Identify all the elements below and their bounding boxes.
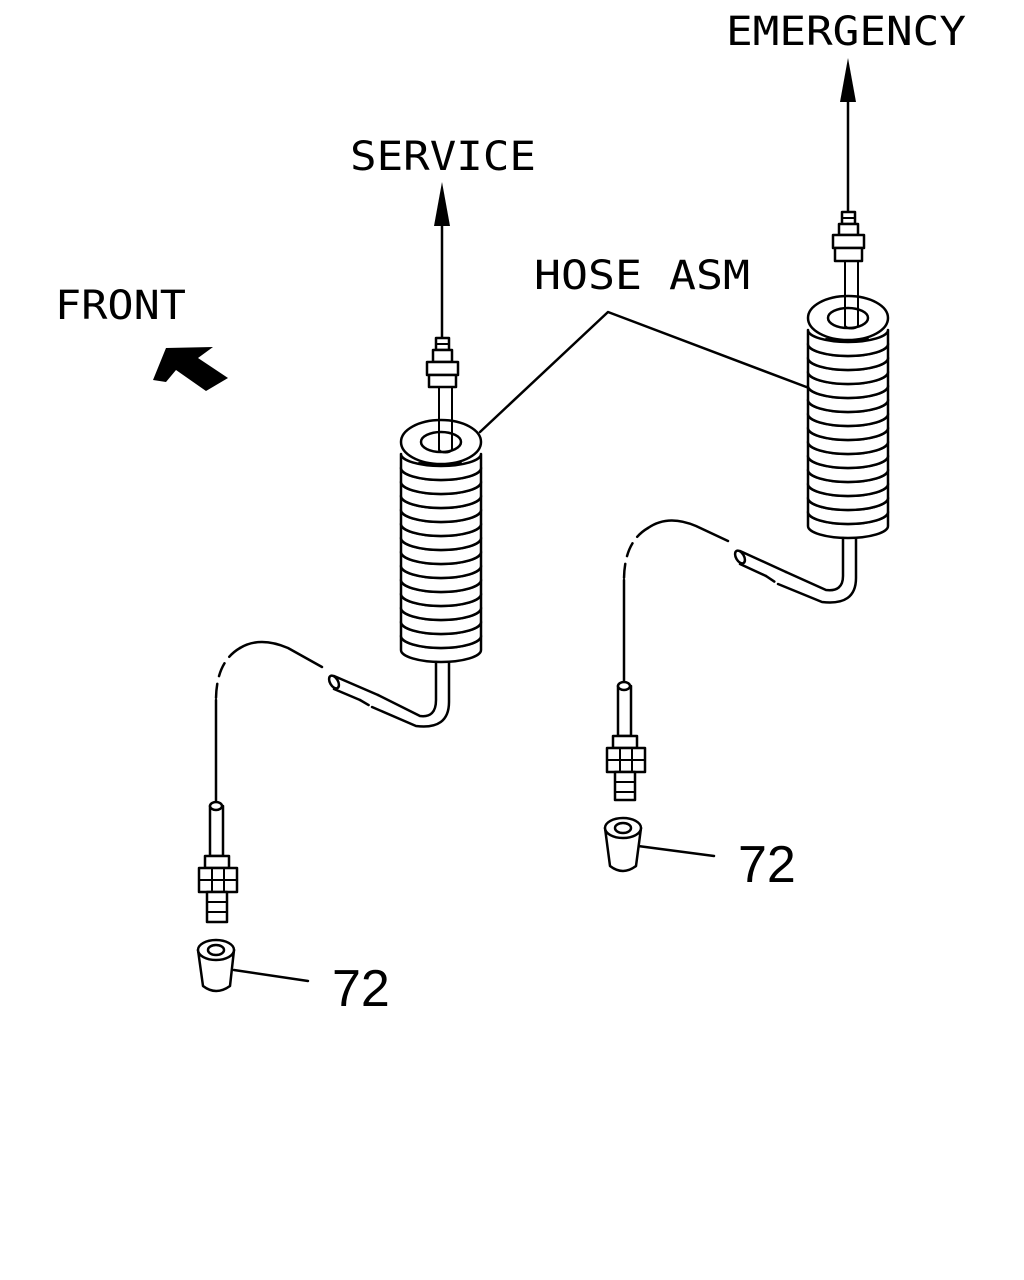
service-hose-assembly: [196, 336, 483, 993]
emergency-dust-cap: [603, 816, 643, 873]
emergency-lower-tube: [622, 519, 858, 688]
arrow-up-left-icon: [153, 347, 228, 391]
service-bottom-fitting: [197, 800, 239, 924]
emergency-arrow: [840, 58, 856, 214]
emergency-label: EMERGENCY: [726, 9, 966, 55]
hose-asm-leader: [478, 310, 811, 434]
emergency-top-fitting: [831, 210, 866, 319]
service-coil: [399, 387, 483, 664]
emergency-coil: [806, 261, 890, 540]
service-lower-tube: [214, 640, 451, 808]
service-label: SERVICE: [350, 134, 536, 180]
callout-leader-right: [636, 844, 716, 858]
callout-72-left: 72: [332, 960, 390, 1018]
service-dust-cap: [196, 938, 236, 993]
service-arrow: [434, 182, 450, 340]
callout-72-right: 72: [738, 836, 796, 894]
emergency-hose-assembly: [603, 210, 890, 873]
callout-leader-left: [232, 968, 310, 983]
hose-asm-label: HOSE ASM: [534, 253, 750, 299]
front-label: FRONT: [55, 283, 186, 329]
emergency-bottom-fitting: [605, 680, 647, 802]
